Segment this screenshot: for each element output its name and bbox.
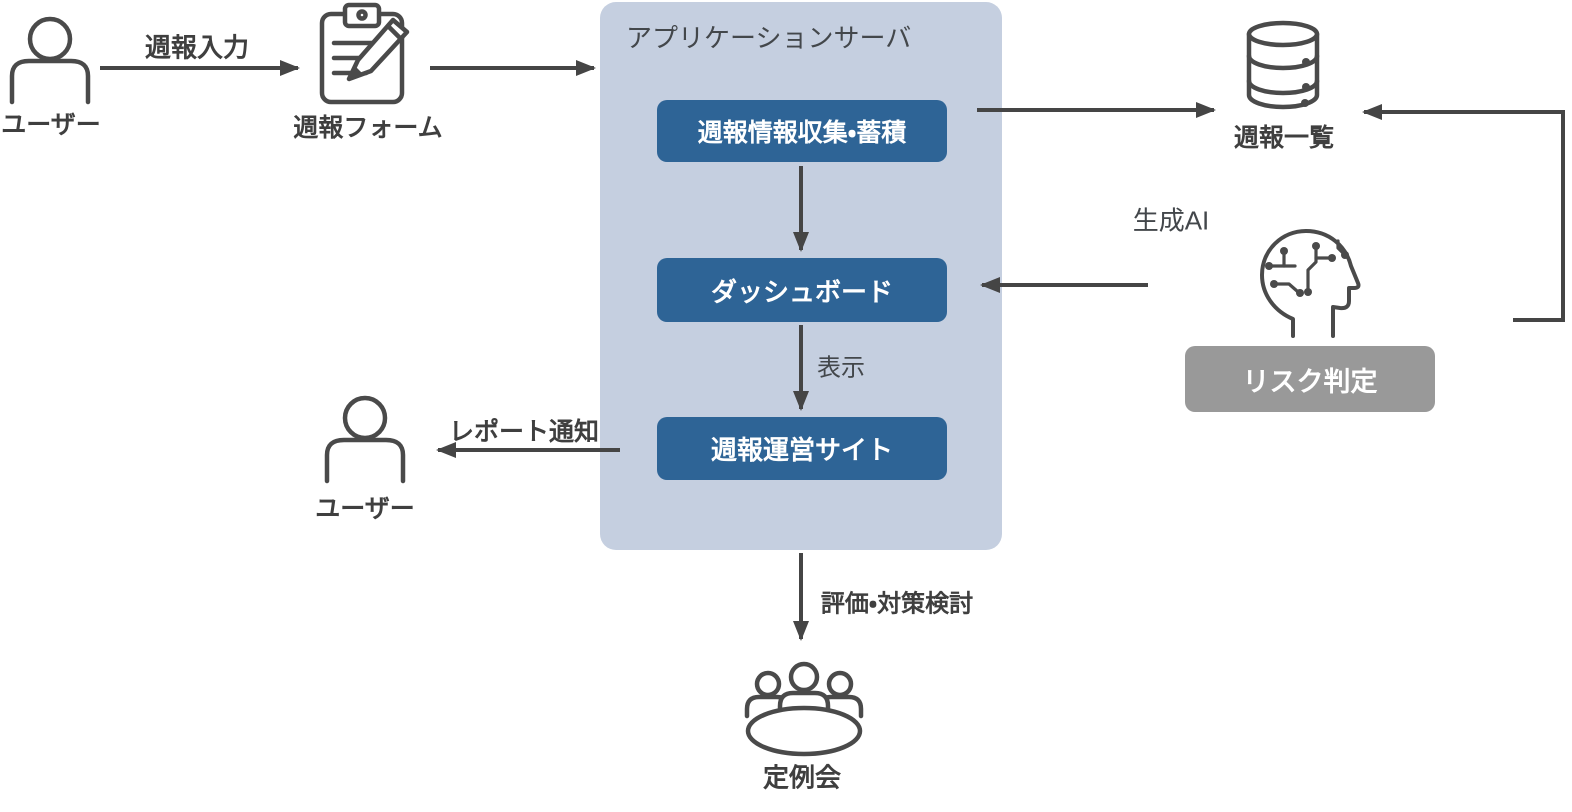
ai-head-circuit-icon xyxy=(1260,229,1361,338)
edge-weekly-input-label: 週報入力 xyxy=(144,32,250,63)
process-box-collect-store: 週報情報収集・蓄積 xyxy=(657,100,947,162)
meeting-icon xyxy=(744,661,864,757)
process-box-label: 週報運営サイト xyxy=(710,435,893,465)
risk-judge-box: リスク判定 xyxy=(1185,346,1435,412)
edge-evaluate-label: 評価・対策検討 xyxy=(820,590,974,618)
process-box-operation-site: 週報運営サイト xyxy=(657,417,947,480)
arrow-ai-elbow-to-database xyxy=(1362,104,1565,322)
user-bottom-label: ユーザー xyxy=(315,495,415,523)
clipboard-pencil-icon xyxy=(319,2,410,105)
risk-judge-label: リスク判定 xyxy=(1242,366,1378,397)
database-icon xyxy=(1246,20,1320,110)
report-list-label: 週報一覧 xyxy=(1233,124,1335,152)
process-box-label: 週報情報収集・蓄積 xyxy=(697,119,907,147)
process-box-dashboard: ダッシュボード xyxy=(657,258,947,322)
application-server-title: アプリケーションサーバ xyxy=(626,23,912,53)
process-box-label: ダッシュボード xyxy=(710,276,893,307)
user-icon xyxy=(12,19,88,102)
user-top-label: ユーザー xyxy=(1,111,101,139)
meeting-label: 定例会 xyxy=(762,762,842,793)
edge-display-label: 表示 xyxy=(817,354,865,382)
gen-ai-label: 生成AI xyxy=(1132,205,1210,236)
report-form-label: 週報フォーム xyxy=(293,114,443,142)
edge-report-notify-label: レポート通知 xyxy=(448,418,600,446)
user-icon xyxy=(327,398,403,481)
